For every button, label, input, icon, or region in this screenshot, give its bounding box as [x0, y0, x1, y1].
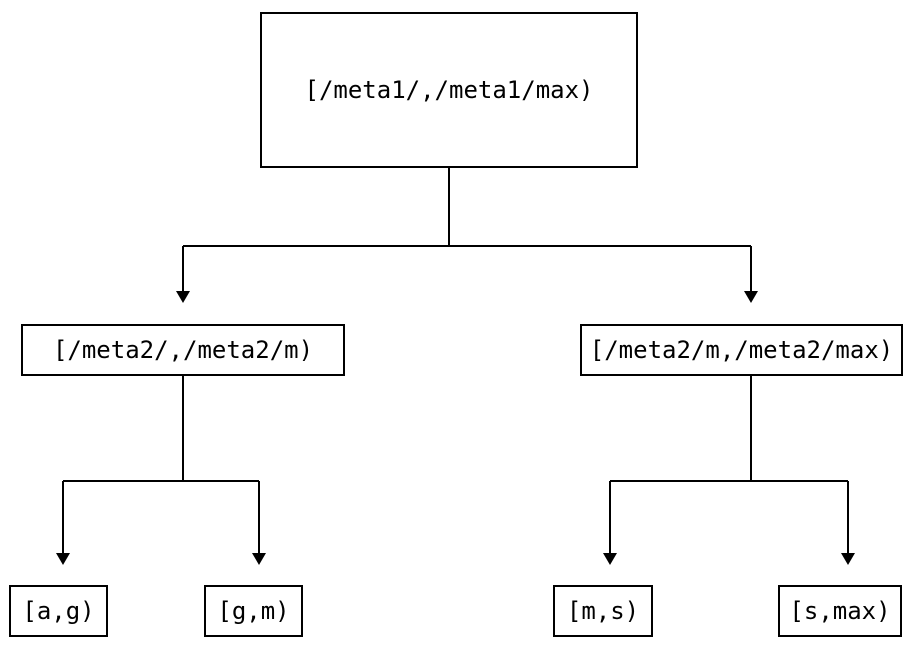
- node-leaf-a-g-label: [a,g): [22, 597, 95, 625]
- node-meta2-low[interactable]: [/meta2/,/meta2/m): [21, 324, 345, 376]
- node-leaf-g-m[interactable]: [g,m): [204, 585, 303, 637]
- node-leaf-m-s[interactable]: [m,s): [553, 585, 653, 637]
- node-leaf-m-s-label: [m,s): [566, 597, 640, 625]
- node-meta2-high-label: [/meta2/m,/meta2/max): [589, 336, 894, 364]
- node-leaf-a-g[interactable]: [a,g): [9, 585, 108, 637]
- arrowhead-to-leaf-gm: [252, 553, 266, 565]
- node-leaf-g-m-label: [g,m): [217, 597, 290, 625]
- node-leaf-s-max[interactable]: [s,max): [778, 585, 902, 637]
- arrowhead-to-leaf-smax: [841, 553, 855, 565]
- node-meta2-high[interactable]: [/meta2/m,/meta2/max): [580, 324, 903, 376]
- node-leaf-s-max-label: [s,max): [789, 597, 891, 625]
- arrowhead-to-meta2-high: [744, 291, 758, 303]
- arrowhead-to-meta2-low: [176, 291, 190, 303]
- node-meta2-low-label: [/meta2/,/meta2/m): [52, 336, 314, 364]
- node-root-label: [/meta1/,/meta1/max): [304, 76, 594, 104]
- arrowhead-to-leaf-ms: [603, 553, 617, 565]
- arrowhead-to-leaf-ag: [56, 553, 70, 565]
- node-root[interactable]: [/meta1/,/meta1/max): [260, 12, 638, 168]
